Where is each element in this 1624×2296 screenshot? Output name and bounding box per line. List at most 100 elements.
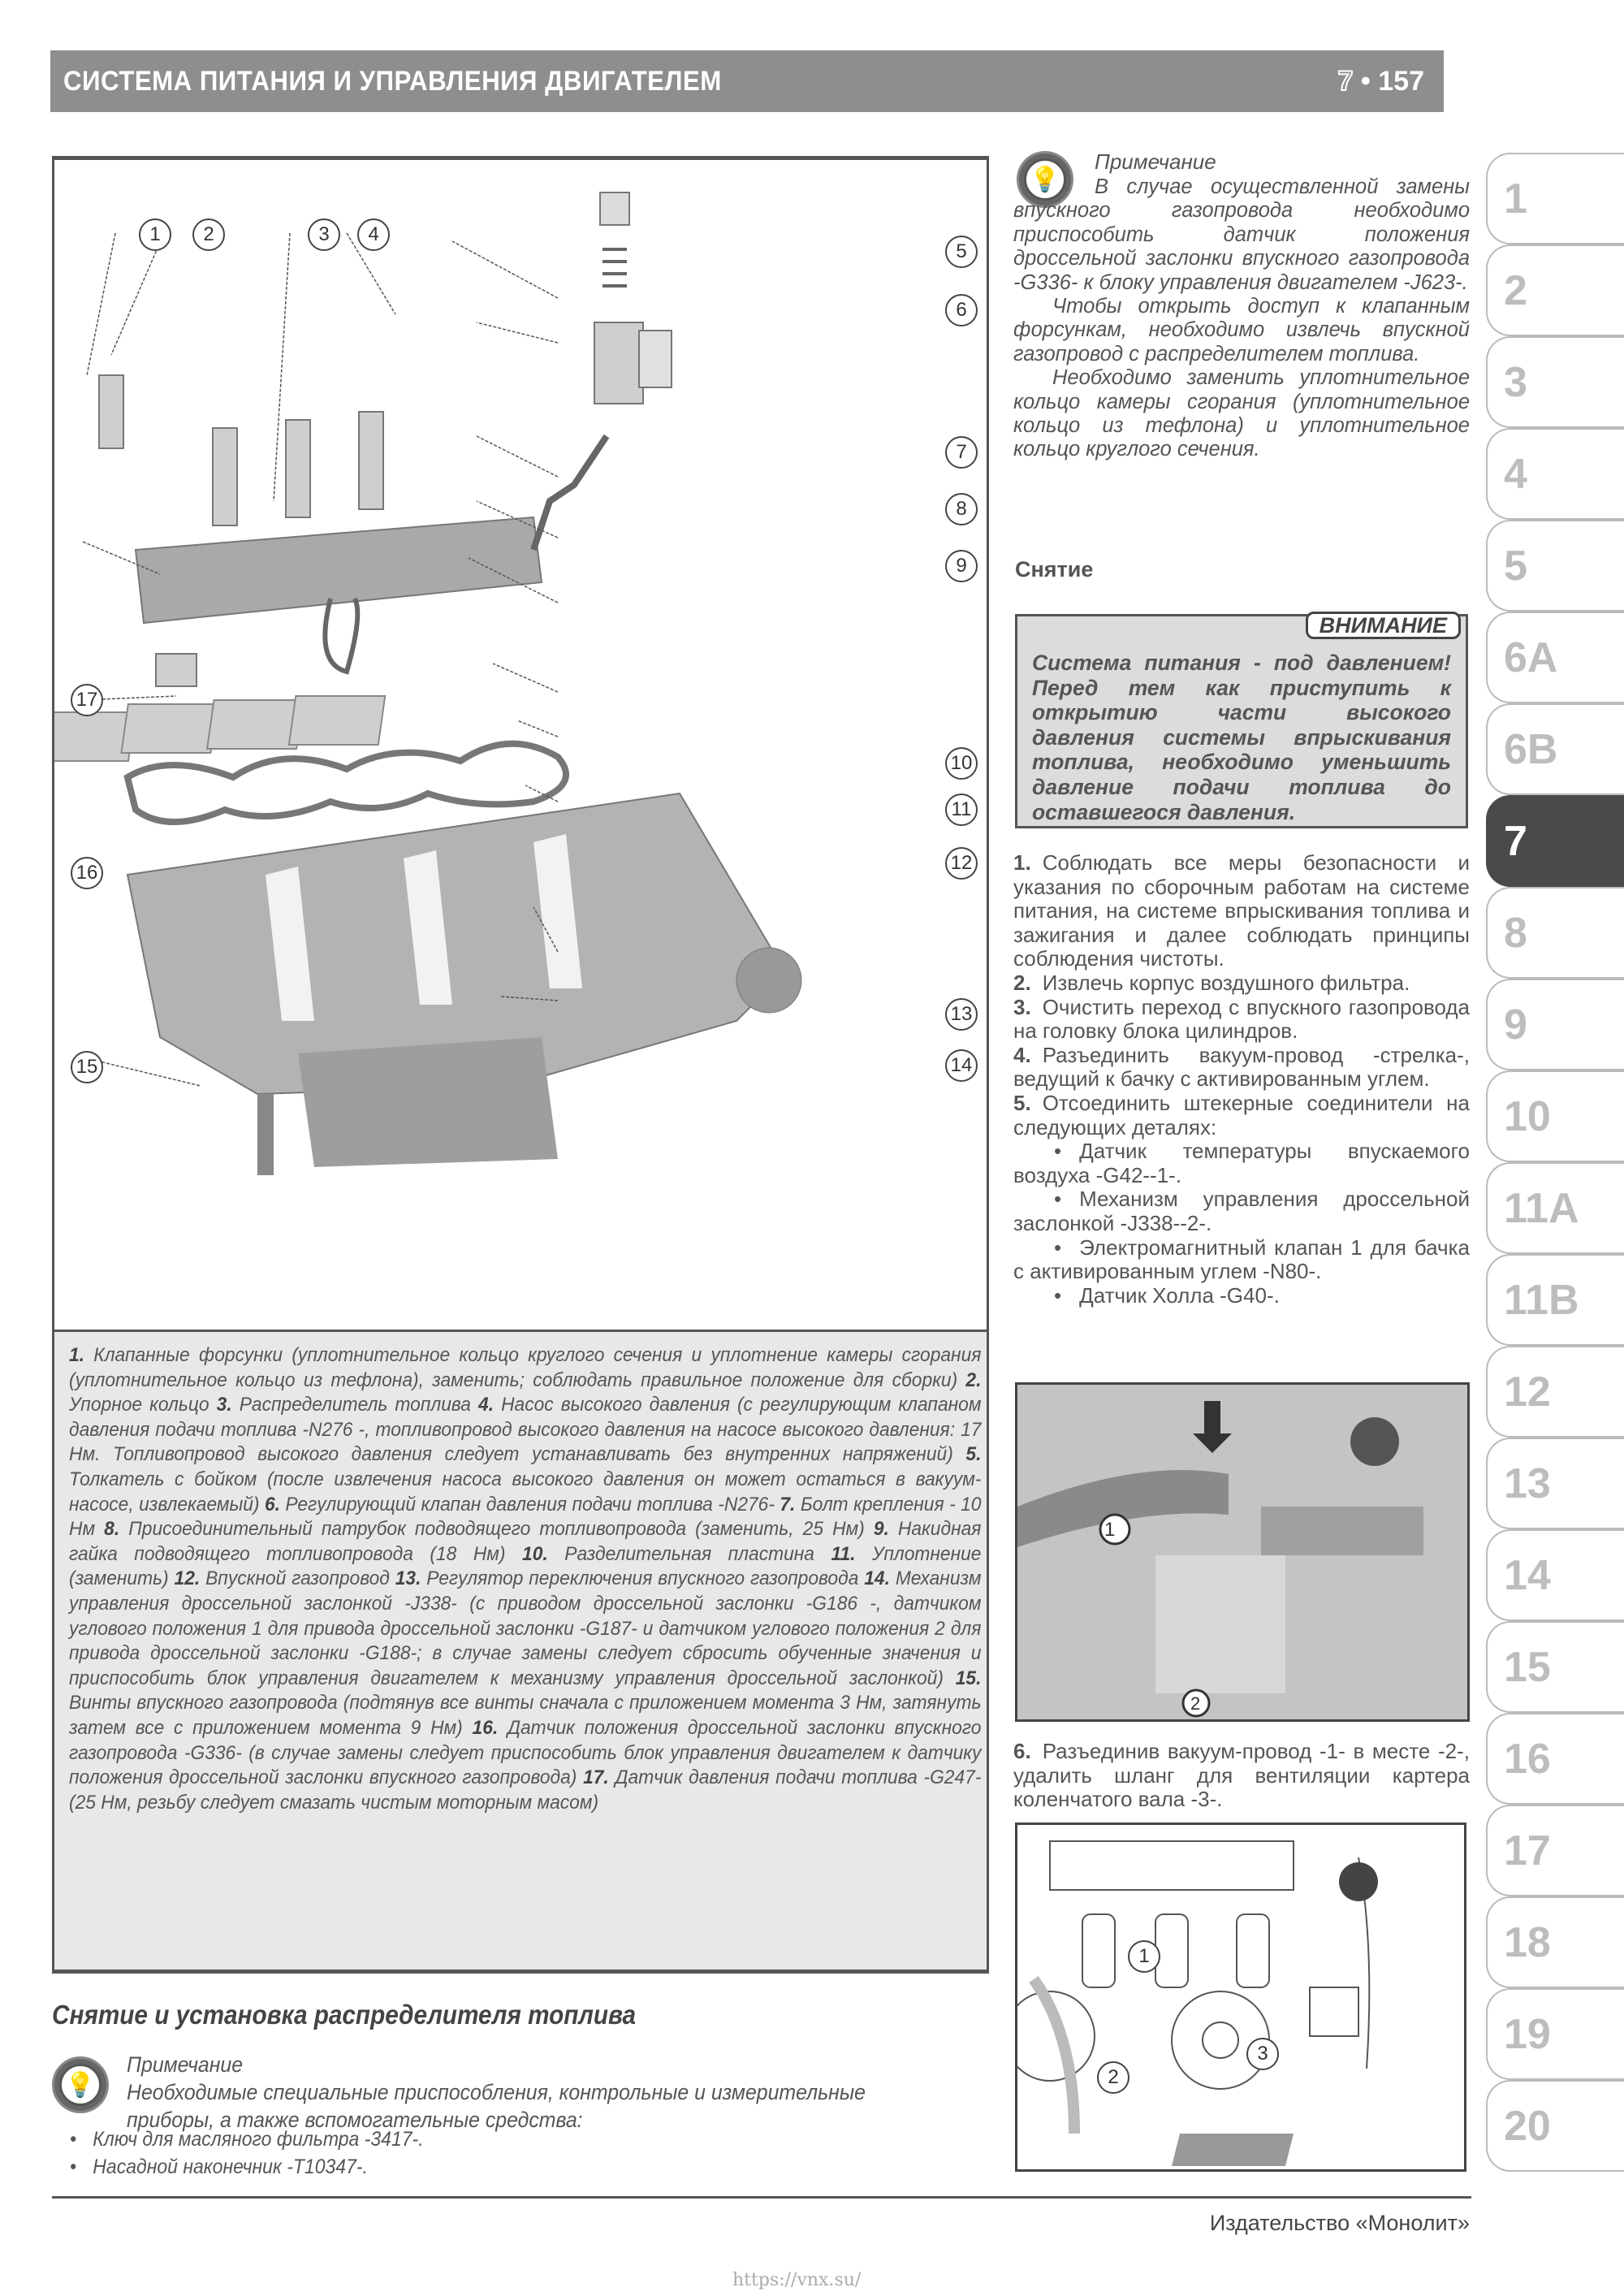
chapter-tab-12[interactable]: 12 — [1486, 1346, 1624, 1438]
list-item: Ключ для масляного фильтра -3417-. — [70, 2125, 424, 2153]
note-title: Примечание — [127, 2052, 244, 2077]
callout-10: 10 — [945, 747, 978, 780]
callout-11: 11 — [945, 793, 978, 826]
chapter-tabs: 1 2 3 4 5 6A 6B 7 8 9 10 11A 11B 12 13 1… — [1486, 153, 1624, 2172]
drawing-callout-1: 1 — [1128, 1940, 1160, 1973]
caption-num: 1. — [69, 1344, 85, 1366]
chapter-number: 7 — [1337, 65, 1354, 97]
chapter-tab-9[interactable]: 9 — [1486, 979, 1624, 1070]
chapter-tab-17[interactable]: 17 — [1486, 1805, 1624, 1896]
lightbulb-icon: 💡 — [52, 2056, 109, 2113]
caption-num: 3. — [216, 1394, 232, 1416]
chapter-tab-19[interactable]: 19 — [1486, 1988, 1624, 2080]
caption-num: 11. — [831, 1542, 856, 1565]
caption-num: 5. — [965, 1443, 982, 1466]
caption-num: 14. — [864, 1567, 890, 1590]
step-item: 4.Разъединить вакуум-провод -стрелка-, в… — [1013, 1042, 1470, 1092]
caption-text: Впускной газопровод — [205, 1567, 390, 1590]
step-item: 5.Отсоединить штекерные соединители на с… — [1013, 1090, 1470, 1139]
note-paragraph: Необходимо заменить уплотнительное кольц… — [1013, 366, 1470, 461]
step-text: Разъединить вакуум-провод -стрелка-, вед… — [1013, 1042, 1470, 1092]
caption-text: Клапанные форсунки (уплотнительное кольц… — [69, 1344, 982, 1391]
chapter-tab-1[interactable]: 1 — [1486, 153, 1624, 244]
drawing-callout-3: 3 — [1246, 2038, 1279, 2070]
removal-steps: 1.Соблюдать все меры безопасности и указ… — [1013, 850, 1470, 1308]
step-text: Разъединив вакуум-провод -1- в месте -2-… — [1013, 1739, 1470, 1812]
caption-text: Регулятор переключения впускного газопро… — [426, 1567, 859, 1590]
chapter-tab-18[interactable]: 18 — [1486, 1896, 1624, 1988]
callout-12: 12 — [945, 847, 978, 880]
bullet-item: Датчик Холла -G40-. — [1013, 1283, 1470, 1308]
callout-17: 17 — [71, 684, 103, 716]
step-text: Соблюдать все меры безопасности и указан… — [1013, 850, 1470, 971]
caption-num: 8. — [104, 1518, 120, 1541]
chapter-title: СИСТЕМА ПИТАНИЯ И УПРАВЛЕНИЯ ДВИГАТЕЛЕМ — [63, 65, 722, 97]
callout-14: 14 — [945, 1049, 978, 1082]
chapter-tab-15[interactable]: 15 — [1486, 1621, 1624, 1713]
note-bottom: Примечание Необходимые специальные присп… — [127, 2051, 922, 2134]
subheading-removal: Снятие — [1015, 557, 1094, 582]
chapter-tab-10[interactable]: 10 — [1486, 1070, 1624, 1162]
chapter-tab-3[interactable]: 3 — [1486, 336, 1624, 428]
section-heading: Снятие и установка распределителя топлив… — [52, 2000, 637, 2030]
caption-num: 17. — [583, 1766, 609, 1789]
caption-text: Механизм управления дроссельной заслонко… — [69, 1567, 982, 1689]
chapter-tab-4[interactable]: 4 — [1486, 428, 1624, 520]
callout-5: 5 — [945, 236, 978, 268]
chapter-tab-20[interactable]: 20 — [1486, 2080, 1624, 2172]
chapter-tab-11a[interactable]: 11A — [1486, 1162, 1624, 1254]
caption-text: Датчик давления подачи топлива -G247- (2… — [69, 1766, 982, 1814]
caption-num: 12. — [174, 1567, 201, 1590]
photo1-callout-2: 2 — [1190, 1693, 1201, 1714]
bullet-item: Датчик температуры впускаемого воздуха -… — [1013, 1139, 1470, 1187]
chapter-tab-11b[interactable]: 11B — [1486, 1254, 1624, 1346]
note-top: В случае осуществленной замены впускного… — [1013, 175, 1470, 462]
caption-text: Болт крепления - 10 Нм — [69, 1493, 982, 1541]
caption-text: Распределитель топлива — [239, 1394, 471, 1416]
publisher-name: Издательство «Монолит» — [1209, 2211, 1470, 2235]
step-num: 2. — [1013, 970, 1031, 995]
chapter-tab-13[interactable]: 13 — [1486, 1438, 1624, 1529]
caption-text: Датчик положения дроссельной заслонки вп… — [69, 1716, 982, 1789]
callout-9: 9 — [945, 550, 978, 582]
caption-text: Разделительная пластина — [564, 1542, 814, 1565]
page-num: 157 — [1378, 65, 1424, 97]
chapter-tab-6a[interactable]: 6A — [1486, 612, 1624, 703]
chapter-tab-7[interactable]: 7 — [1486, 795, 1624, 887]
step-6: 6.Разъединив вакуум-провод -1- в месте -… — [1013, 1739, 1470, 1812]
chapter-tab-8[interactable]: 8 — [1486, 887, 1624, 979]
note-title: Примечание — [1095, 149, 1216, 174]
caption-text: Упорное кольцо — [69, 1394, 209, 1416]
bullet-item: Механизм управления дроссельной заслонко… — [1013, 1187, 1470, 1235]
photo1-callout-1: 1 — [1104, 1519, 1116, 1541]
caption-num: 2. — [965, 1369, 982, 1391]
step-text: Очистить переход с впускного газопровода… — [1013, 994, 1470, 1044]
caption-num: 13. — [395, 1567, 421, 1590]
caption-text: Накидная гайка подводящего топливопровод… — [69, 1518, 982, 1565]
caption-text: Насос высокого давления (с регулирующим … — [69, 1394, 982, 1466]
chapter-tab-14[interactable]: 14 — [1486, 1529, 1624, 1621]
chapter-tab-16[interactable]: 16 — [1486, 1713, 1624, 1805]
caption-text: Регулирующий клапан давления подачи топл… — [285, 1493, 775, 1516]
tools-list: Ключ для масляного фильтра -3417-. Насад… — [70, 2125, 424, 2181]
watermark-link[interactable]: https://vnx.su/ — [732, 2270, 862, 2290]
bullet-item: Электромагнитный клапан 1 для бачка с ак… — [1013, 1235, 1470, 1284]
warning-label: ВНИМАНИЕ — [1305, 612, 1461, 639]
callout-2: 2 — [192, 218, 225, 251]
caption-text: Винты впускного газопровода (подтянув вс… — [69, 1692, 982, 1739]
step-item: 1.Соблюдать все меры безопасности и указ… — [1013, 850, 1470, 971]
figure-caption-box: 1. Клапанные форсунки (уплотнительное ко… — [52, 1332, 989, 1974]
caption-num: 16. — [472, 1716, 499, 1739]
step-num: 6. — [1013, 1739, 1031, 1763]
callout-15: 15 — [71, 1051, 103, 1083]
step-num: 5. — [1013, 1090, 1031, 1115]
caption-text: Присоединительный патрубок подводящего т… — [128, 1518, 865, 1541]
chapter-tab-6b[interactable]: 6B — [1486, 703, 1624, 795]
callout-4: 4 — [357, 218, 390, 251]
footer-divider — [52, 2196, 1471, 2199]
chapter-tab-5[interactable]: 5 — [1486, 520, 1624, 612]
chapter-tab-2[interactable]: 2 — [1486, 244, 1624, 336]
callout-6: 6 — [945, 294, 978, 326]
page-separator: • — [1360, 65, 1371, 97]
note-paragraph: В случае осуществленной замены впускного… — [1013, 175, 1470, 294]
